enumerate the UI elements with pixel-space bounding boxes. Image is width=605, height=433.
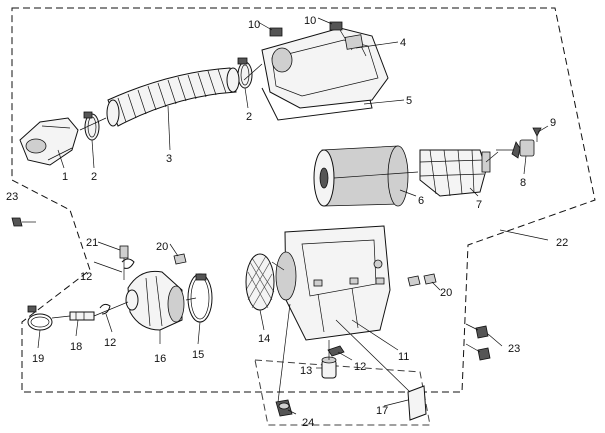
callout-4: 4 [400, 37, 406, 49]
part-21-valve [119, 245, 129, 280]
callout-23b: 23 [508, 343, 520, 355]
part-23-bolt-left [11, 217, 36, 227]
part-9-screw [532, 127, 542, 142]
part-12-clip-c [327, 345, 345, 357]
part-20-fastener-left [173, 253, 187, 265]
part-1-intake-snorkel [19, 117, 79, 166]
callout-1: 1 [62, 171, 68, 183]
part-14-mesh-screen [245, 253, 275, 311]
sub-assembly-boundary [254, 359, 431, 426]
callout-labels: 1 2 2 3 4 5 6 7 8 9 10 10 11 12 12 12 13… [6, 15, 568, 429]
part-8-filter-bolt [496, 139, 535, 159]
part-17-label-plate [407, 385, 427, 421]
part-15-large-clamp [187, 273, 213, 323]
callout-16: 16 [154, 353, 166, 365]
part-24-plug-bolt [275, 399, 293, 417]
part-11-airbox-housing [275, 225, 391, 341]
callout-22: 22 [556, 237, 568, 249]
part-7-filter-cage [419, 149, 491, 197]
part-19-small-clamp [27, 305, 53, 331]
part-20-fastener-right [407, 273, 437, 287]
leader-lines [37, 17, 549, 415]
part-3-corrugated-duct [106, 67, 240, 127]
part-16-boot-adapter [125, 270, 185, 331]
part-2-clamp-left [83, 111, 100, 141]
part-12-clip-b [121, 258, 135, 269]
callout-2a: 2 [91, 171, 97, 183]
assembly-boundary [11, 7, 596, 393]
callout-10a: 10 [248, 19, 260, 31]
callout-19: 19 [32, 353, 44, 365]
part-10-clip-left [269, 27, 283, 37]
part-2-clamp-right [237, 57, 253, 89]
callout-10b: 10 [304, 15, 316, 27]
callout-11: 11 [398, 351, 409, 363]
callout-9: 9 [550, 117, 556, 129]
callout-2b: 2 [246, 111, 252, 123]
callout-12b: 12 [104, 337, 116, 349]
part-12-clip-a [99, 303, 111, 315]
part-10-clip-right [329, 21, 343, 31]
callout-23a: 23 [6, 191, 18, 203]
part-4-airbox-lid [261, 27, 389, 109]
part-5-seal-ring [261, 87, 373, 121]
assembly-axis-lines [51, 63, 499, 403]
part-23-bolt-right-b [465, 343, 491, 361]
callout-15: 15 [192, 349, 204, 361]
callout-20a: 20 [156, 241, 168, 253]
part-13-drain-plug [321, 356, 337, 379]
callout-12c: 12 [354, 361, 366, 373]
callout-8: 8 [520, 177, 526, 189]
callout-20b: 20 [440, 287, 452, 299]
callout-13: 13 [300, 365, 312, 377]
callout-21: 21 [86, 237, 98, 249]
part-23-bolt-right-a [465, 323, 489, 339]
callout-17: 17 [376, 405, 388, 417]
callout-6: 6 [418, 195, 424, 207]
callout-12a: 12 [80, 271, 92, 283]
callout-3: 3 [166, 153, 172, 165]
callout-24: 24 [302, 417, 314, 429]
callout-7: 7 [476, 199, 482, 211]
callout-14: 14 [258, 333, 270, 345]
part-18-hose-nipple [69, 311, 95, 321]
callout-5: 5 [406, 95, 412, 107]
callout-18: 18 [70, 341, 82, 353]
